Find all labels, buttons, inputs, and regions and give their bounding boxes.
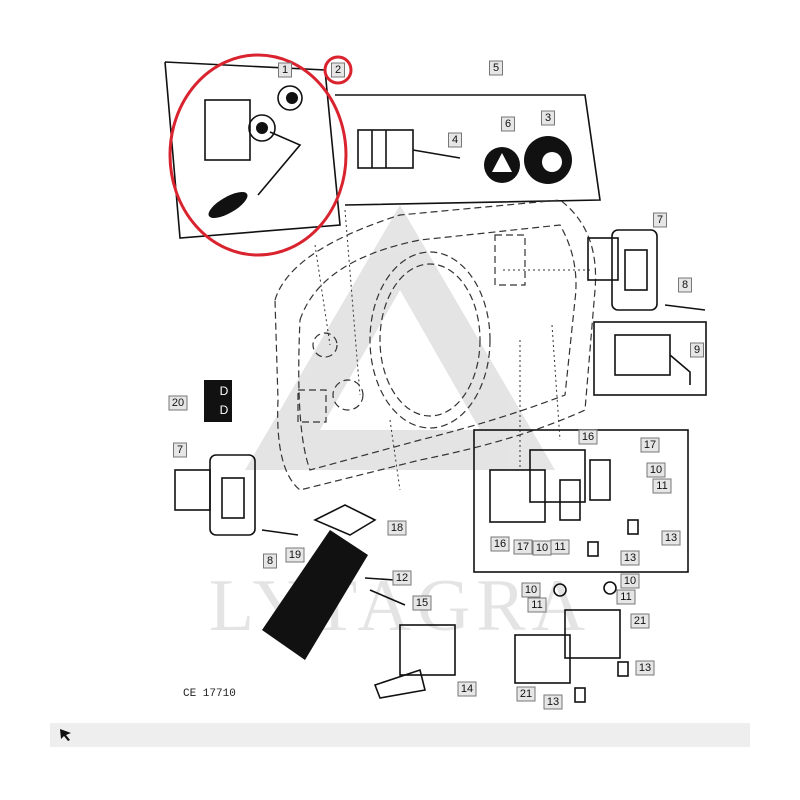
- callout-14: 14: [457, 681, 477, 697]
- callout-21: 21: [630, 613, 650, 629]
- callout-6: 6: [501, 116, 515, 132]
- relay-frame: [593, 321, 707, 396]
- callout-text: 17: [644, 439, 656, 451]
- callout-20: 20: [168, 395, 188, 411]
- callout-text: 4: [452, 134, 458, 146]
- callout-11: 11: [550, 539, 570, 555]
- callout-text: 21: [634, 615, 646, 627]
- callout-1: 1: [278, 62, 292, 78]
- callout-7: 7: [173, 442, 187, 458]
- lamp-frame: [335, 94, 601, 206]
- callout-text: 7: [177, 444, 183, 456]
- relay-14: [373, 624, 456, 699]
- callout-text: 8: [682, 279, 688, 291]
- callout-text: 5: [493, 62, 499, 74]
- callout-2: 2: [331, 62, 345, 78]
- callout-15: 15: [412, 595, 432, 611]
- callout-21: 21: [516, 686, 536, 702]
- callout-text: 19: [289, 549, 301, 561]
- callout-13: 13: [543, 694, 563, 710]
- symbol-decal: D D: [204, 380, 232, 422]
- callout-text: 11: [656, 480, 667, 492]
- dashboard-outline: [274, 199, 597, 491]
- callout-12: 12: [392, 570, 412, 586]
- callout-text: 15: [416, 597, 428, 609]
- bottom-toolbar: [50, 723, 750, 747]
- callout-text: 14: [461, 683, 473, 695]
- callout-18: 18: [387, 520, 407, 536]
- svg-text:D: D: [220, 384, 229, 398]
- highlight-circle: [323, 55, 353, 85]
- callout-17: 17: [513, 539, 533, 555]
- callout-text: 12: [396, 572, 408, 584]
- callout-11: 11: [652, 478, 672, 494]
- callout-10: 10: [646, 462, 666, 478]
- flasher-unit: [262, 504, 406, 660]
- callout-text: 13: [547, 696, 559, 708]
- callout-8: 8: [678, 277, 692, 293]
- callout-text: 10: [525, 584, 537, 596]
- callout-text: 1: [282, 64, 288, 76]
- drawing-code: CE 17710: [183, 688, 236, 700]
- relay-21-pair: [514, 581, 629, 703]
- callout-text: 13: [624, 552, 636, 564]
- switch-frame: [164, 61, 341, 239]
- callout-text: 8: [267, 555, 273, 567]
- callout-text: 6: [505, 118, 511, 130]
- rocker-switch-left: [174, 454, 299, 536]
- callout-text: 16: [494, 538, 506, 550]
- callout-16: 16: [578, 429, 598, 445]
- callout-13: 13: [635, 660, 655, 676]
- callout-text: 21: [520, 688, 532, 700]
- callout-text: 16: [582, 431, 594, 443]
- callout-13: 13: [620, 550, 640, 566]
- callout-text: 10: [536, 542, 548, 554]
- callout-text: 11: [554, 541, 565, 553]
- callout-text: 10: [650, 464, 662, 476]
- callout-8: 8: [263, 553, 277, 569]
- callout-7: 7: [653, 212, 667, 228]
- callout-text: 17: [517, 541, 529, 553]
- callout-19: 19: [285, 547, 305, 563]
- callout-text: 9: [694, 344, 700, 356]
- svg-text:D: D: [220, 403, 229, 417]
- callout-text: 3: [545, 112, 551, 124]
- callout-3: 3: [541, 110, 555, 126]
- callout-4: 4: [448, 132, 462, 148]
- callout-text: 13: [639, 662, 651, 674]
- highlight-ellipse: [168, 53, 348, 257]
- callout-text: 7: [657, 214, 663, 226]
- callout-5: 5: [489, 60, 503, 76]
- callout-10: 10: [521, 582, 541, 598]
- callout-text: 11: [531, 599, 542, 611]
- callout-17: 17: [640, 437, 660, 453]
- callout-text: 20: [172, 397, 184, 409]
- callout-10: 10: [620, 573, 640, 589]
- callout-text: 10: [624, 575, 636, 587]
- callout-11: 11: [616, 589, 636, 605]
- callout-13: 13: [661, 530, 681, 546]
- rocker-switch-right: [587, 229, 706, 311]
- callout-text: 11: [620, 591, 631, 603]
- callout-9: 9: [690, 342, 704, 358]
- callout-text: 18: [391, 522, 403, 534]
- callout-16: 16: [490, 536, 510, 552]
- callout-11: 11: [527, 597, 547, 613]
- callout-text: 13: [665, 532, 677, 544]
- pointer-arrow-icon[interactable]: [59, 728, 73, 742]
- callout-10: 10: [532, 540, 552, 556]
- callout-text: 2: [335, 64, 341, 76]
